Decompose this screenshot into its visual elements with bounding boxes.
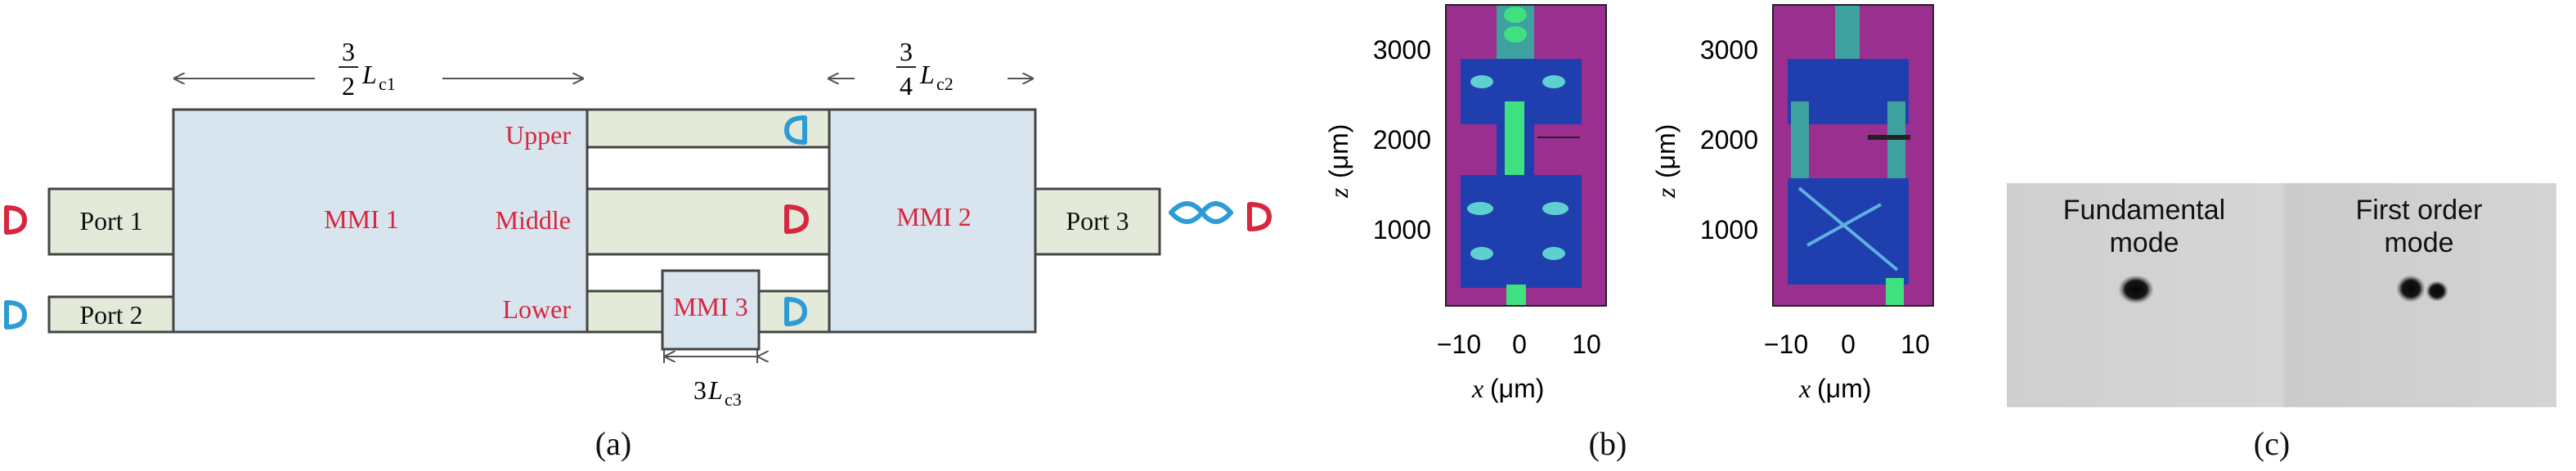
fundamental-mode-spot <box>2118 275 2154 304</box>
len3-coefficient: 3 <box>693 375 707 405</box>
first-order-label-line2: mode <box>2384 227 2453 258</box>
port1-waveguide <box>47 187 175 256</box>
field-left-arm <box>1791 101 1809 185</box>
first-order-mode-lobe-right <box>2426 280 2448 302</box>
mmi3-label: MMI 3 <box>673 292 748 321</box>
panel-a-label: (a) <box>595 425 631 462</box>
axes-frame <box>1772 4 1934 307</box>
lower-arm-label: Lower <box>502 294 571 324</box>
blue-mode-icon-lower <box>784 297 807 326</box>
red-fundamental-mode-icon-input <box>4 205 27 235</box>
y-tick-label: 1000 <box>1373 215 1431 244</box>
lower-arm-waveguide-left <box>586 289 664 334</box>
x-tick-label: −10 <box>1764 330 1808 359</box>
upper-arm-label: Upper <box>505 120 571 150</box>
mmi2-label: MMI 2 <box>896 202 972 231</box>
first-order-mode-icon-output <box>1169 201 1233 224</box>
field-streak <box>1797 186 1899 271</box>
len1-variable: L <box>361 60 377 89</box>
y-tick-label: 2000 <box>1700 125 1758 155</box>
len2-subscript: c2 <box>936 74 954 94</box>
first-order-mode-lobe-left <box>2396 275 2426 303</box>
axes-frame <box>1445 4 1607 307</box>
blue-fundamental-mode-icon-input <box>4 300 27 330</box>
len1-denominator: 2 <box>342 71 355 101</box>
field-spot <box>1542 202 1568 215</box>
y-axis-unit: (μm) <box>1324 124 1353 178</box>
port2-label: Port 2 <box>79 300 142 330</box>
x-tick-label: −10 <box>1437 330 1481 359</box>
field-spot <box>1542 75 1565 88</box>
mmi1-label: MMI 1 <box>324 204 399 234</box>
field-map-right <box>1772 4 1934 307</box>
field-spot <box>1467 202 1493 215</box>
blue-mode-icon-upper <box>784 115 807 145</box>
red-mode-icon-middle <box>784 204 809 234</box>
middle-arm-label: Middle <box>496 205 571 235</box>
x-tick-label: 0 <box>1512 330 1527 359</box>
x-axis-unit: (μm) <box>1490 374 1544 403</box>
panel-a-schematic: 3 2 L c1 3 4 L c2 Port 1 Port 2 MMI 1 Up… <box>4 37 1272 462</box>
mmi3-block <box>661 269 761 351</box>
y-axis-label-right: z (μm) <box>1651 124 1681 199</box>
mmi2-block <box>828 108 1037 334</box>
y-axis-variable: z <box>1651 187 1681 199</box>
field-output-guide <box>1506 285 1526 306</box>
panel-b-label: (b) <box>1589 425 1627 462</box>
length-annotation-lc3: 3 L c3 <box>663 350 757 410</box>
length-annotation-lc1: 3 2 L c1 <box>173 37 584 101</box>
field-input-guide <box>1835 5 1860 59</box>
x-axis-variable: x <box>1471 374 1483 403</box>
field-spot <box>1504 7 1527 23</box>
middle-arm-waveguide <box>586 187 831 256</box>
x-axis-unit: (μm) <box>1817 374 1871 403</box>
y-axis-label-left: z (μm) <box>1324 124 1353 199</box>
len1-subscript: c1 <box>379 74 396 94</box>
y-tick-label: 2000 <box>1373 125 1431 155</box>
len2-variable: L <box>919 60 935 89</box>
mmi1-block <box>172 108 589 334</box>
length-annotation-lc2: 3 4 L c2 <box>828 37 1034 101</box>
field-streak <box>1806 203 1882 247</box>
field-spot <box>1504 26 1527 43</box>
field-spot <box>1470 75 1493 88</box>
len2-denominator: 4 <box>900 71 913 101</box>
x-axis-variable: x <box>1798 374 1811 403</box>
y-axis-unit: (μm) <box>1651 124 1681 178</box>
lower-arm-waveguide-right <box>757 289 831 334</box>
red-fundamental-mode-icon-output <box>1247 202 1272 231</box>
port3-waveguide <box>1034 187 1161 256</box>
x-tick-label: 10 <box>1572 330 1601 359</box>
fundamental-label-line1: Fundamental <box>2063 195 2225 226</box>
field-spot <box>1470 247 1493 260</box>
len2-numerator: 3 <box>900 37 913 66</box>
len3-variable: L <box>707 375 723 405</box>
y-tick-label: 3000 <box>1700 35 1758 65</box>
camera-image <box>2007 183 2556 407</box>
field-map-left <box>1445 4 1607 307</box>
fundamental-label-line2: mode <box>2109 227 2179 258</box>
port3-label: Port 3 <box>1066 206 1129 236</box>
y-tick-label: 1000 <box>1700 215 1758 244</box>
field-spot <box>1542 247 1565 260</box>
panel-c-label: (c) <box>2254 425 2290 462</box>
x-tick-label: 0 <box>1841 330 1856 359</box>
panel-b-simulations: 3000 2000 1000 −10 0 10 z (μm) x (μm) 30… <box>1324 4 1934 462</box>
len1-numerator: 3 <box>342 37 355 66</box>
field-output-guide <box>1886 278 1904 306</box>
panel-c-mode-images: Fundamental mode First order mode (c) <box>2007 183 2556 462</box>
field-mmi-lower <box>1461 175 1582 288</box>
field-right-arm <box>1887 101 1905 185</box>
len3-subscript: c3 <box>725 389 742 410</box>
port1-label: Port 1 <box>79 206 142 236</box>
x-tick-label: 10 <box>1901 330 1930 359</box>
first-order-label-line1: First order <box>2356 195 2483 226</box>
y-axis-variable: z <box>1324 187 1353 199</box>
y-tick-label: 3000 <box>1373 35 1431 65</box>
